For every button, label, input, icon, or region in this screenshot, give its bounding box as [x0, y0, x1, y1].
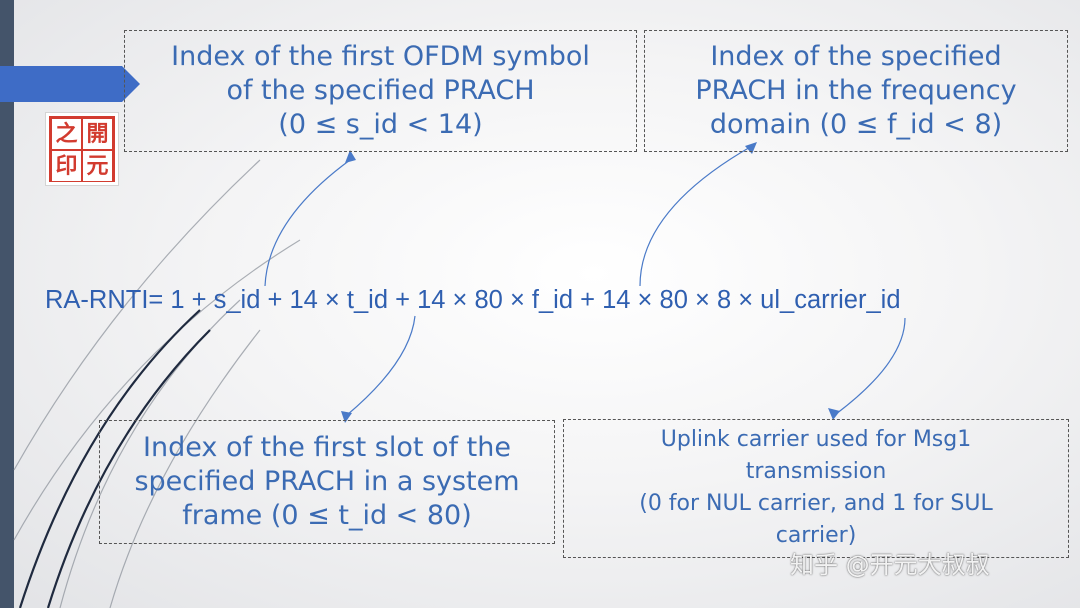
connector-s-id — [264, 159, 351, 287]
seal-char: 之 — [52, 119, 81, 149]
f-id-description-box: Index of the specified PRACH in the freq… — [644, 30, 1068, 152]
seal-char: 元 — [83, 151, 112, 181]
arrowhead-f-id — [745, 142, 757, 154]
s-id-description-text: Index of the first OFDM symbol of the sp… — [171, 41, 590, 140]
ul-carrier-description-box: Uplink carrier used for Msg1 transmissio… — [563, 419, 1069, 558]
connector-f-id — [639, 145, 753, 287]
left-accent-bar — [0, 0, 14, 608]
arrowhead-s-id — [345, 150, 356, 163]
watermark: 知乎 @开元大叔叔 — [790, 551, 990, 579]
arrowhead-ul — [828, 408, 840, 420]
ul-carrier-description-text: Uplink carrier used for Msg1 transmissio… — [639, 427, 993, 548]
connector-ul — [835, 317, 906, 415]
connector-t-id — [346, 315, 416, 416]
t-id-description-box: Index of the first slot of the specified… — [99, 420, 555, 544]
seal-char: 開 — [83, 119, 112, 149]
t-id-description-text: Index of the first slot of the specified… — [134, 432, 520, 531]
seal-char: 印 — [52, 151, 81, 181]
title-arrow-tab — [0, 66, 140, 102]
f-id-description-text: Index of the specified PRACH in the freq… — [695, 41, 1017, 140]
arrowhead-t-id — [341, 411, 352, 423]
seal-logo: 之 開 印 元 — [45, 112, 119, 186]
s-id-description-box: Index of the first OFDM symbol of the sp… — [124, 30, 637, 152]
ra-rnti-formula: RA-RNTI= 1 + s_id + 14 × t_id + 14 × 80 … — [45, 286, 901, 314]
